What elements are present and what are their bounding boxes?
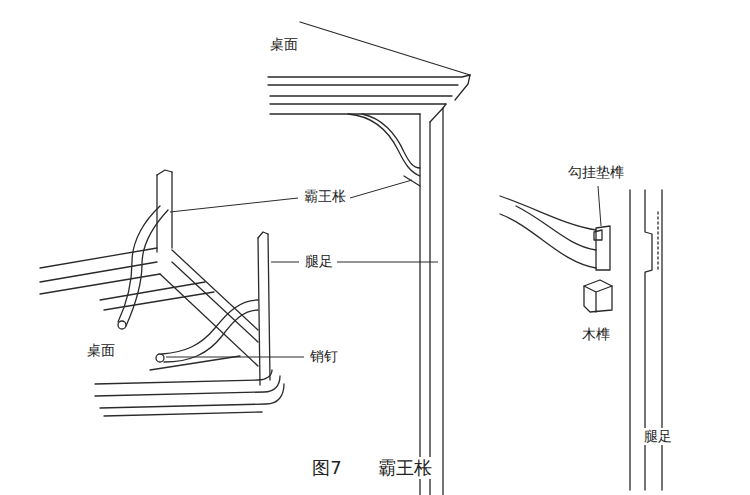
leg <box>429 122 430 495</box>
tabletop-edge <box>95 376 280 396</box>
side-apron <box>172 250 258 330</box>
tenon-label: 木榫 <box>580 326 612 343</box>
leg <box>258 238 260 385</box>
table-top-label: 桌面 <box>268 36 300 53</box>
apron <box>270 95 452 96</box>
pin <box>156 354 164 362</box>
tabletop-edge <box>268 75 470 77</box>
bracket <box>348 114 420 176</box>
leader-line <box>166 357 304 358</box>
bracket <box>126 210 168 326</box>
table-top-label: 桌面 <box>85 342 117 359</box>
bracket <box>362 114 420 168</box>
leg <box>629 190 630 490</box>
bracket-label: 霸王枨 <box>302 188 348 205</box>
leg <box>443 104 446 108</box>
bracket-end <box>516 206 596 250</box>
bracket-end <box>404 176 420 186</box>
leader-line <box>350 180 412 198</box>
wood-tenon <box>584 280 612 312</box>
pin-label: 销钉 <box>308 348 340 365</box>
side-apron <box>40 262 157 282</box>
stretcher <box>100 282 205 300</box>
bracket-end <box>500 196 596 230</box>
leg <box>645 190 652 490</box>
hook-tenon-label: 勾挂垫榫 <box>566 164 626 181</box>
leg <box>661 190 662 490</box>
leg <box>171 172 172 248</box>
leg <box>430 108 443 495</box>
leg-label: 腿足 <box>303 253 335 270</box>
leader-line <box>337 262 438 263</box>
tabletop-edge <box>455 75 470 100</box>
leader-line <box>170 198 298 212</box>
leg <box>258 232 268 238</box>
leg <box>157 170 172 175</box>
leg-label: 腿足 <box>642 428 674 445</box>
tabletop-edge <box>100 384 284 408</box>
apron <box>270 103 446 104</box>
tabletop-edge <box>104 412 262 416</box>
hook-tenon <box>594 230 602 240</box>
apron <box>270 113 420 114</box>
mortise <box>657 212 658 270</box>
leader-line <box>598 186 601 226</box>
stretcher <box>104 292 214 310</box>
tabletop-edge <box>268 84 458 85</box>
pin <box>118 321 126 329</box>
leg <box>419 114 420 495</box>
bracket-end <box>500 214 596 268</box>
figure-caption: 图7 霸王枨 <box>310 457 433 479</box>
wood-tenon <box>584 286 612 312</box>
bracket <box>162 300 258 354</box>
leg <box>156 175 157 252</box>
side-apron <box>40 274 160 294</box>
bracket <box>118 206 160 322</box>
hook-tenon <box>596 226 610 270</box>
leader-line <box>271 262 299 263</box>
leg <box>268 234 270 380</box>
bracket <box>164 310 258 362</box>
tabletop-edge <box>300 22 470 75</box>
tabletop-edge <box>95 370 272 384</box>
